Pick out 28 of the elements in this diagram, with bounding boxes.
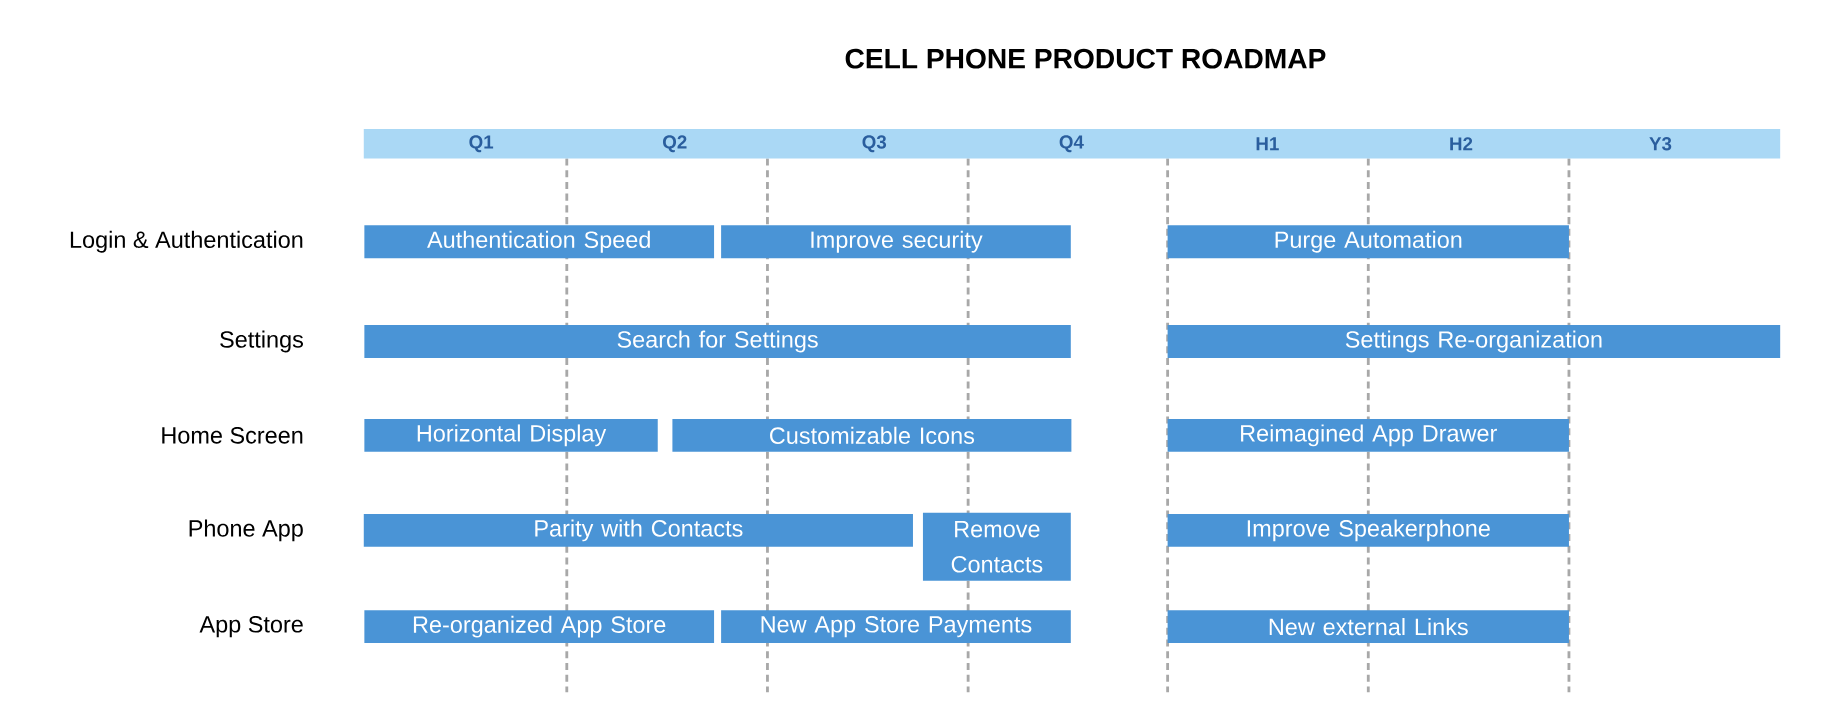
row-label: Settings xyxy=(220,330,303,353)
row-label: App Store xyxy=(199,616,303,638)
label: Y3 xyxy=(1649,137,1672,151)
roadmap-bar: Parity with Contacts xyxy=(363,514,913,548)
roadmap-bar: Re-organized App Store xyxy=(364,610,715,644)
roadmap-bar: Settings Re-organization xyxy=(1167,325,1781,359)
roadmap-bar: Remove Contacts xyxy=(922,513,1071,582)
row-label: Login & Authentication xyxy=(70,231,303,253)
roadmap-bar: Customizable Icons xyxy=(672,419,1072,452)
roadmap-bar: Horizontal Display xyxy=(364,419,658,452)
label: H1 xyxy=(1256,137,1279,151)
row-label: Home Screen xyxy=(162,427,303,444)
label: Q2 xyxy=(663,135,687,153)
roadmap-bar: Purge Automation xyxy=(1167,225,1569,259)
roadmap-bar: Search for Settings xyxy=(364,325,1071,359)
label: Q1 xyxy=(469,135,494,153)
roadmap-bar: Improve Speakerphone xyxy=(1167,514,1569,548)
label: Q4 xyxy=(1059,135,1084,153)
title: CELL PHONE PRODUCT ROADMAP xyxy=(845,48,1326,69)
label: H2 xyxy=(1450,137,1473,151)
roadmap-bar: Authentication Speed xyxy=(364,225,715,259)
timeline-header: Q1 Q2 Q3 Q4 H1 H2 Y3 xyxy=(363,129,1781,159)
label: Q3 xyxy=(862,135,887,153)
roadmap-bar: New external Links xyxy=(1167,610,1569,644)
roadmap-bar: Reimagined App Drawer xyxy=(1167,419,1569,452)
roadmap-bar: Improve security xyxy=(721,225,1071,259)
roadmap-bar: New App Store Payments xyxy=(721,610,1071,644)
row-label: Phone App xyxy=(189,519,303,542)
